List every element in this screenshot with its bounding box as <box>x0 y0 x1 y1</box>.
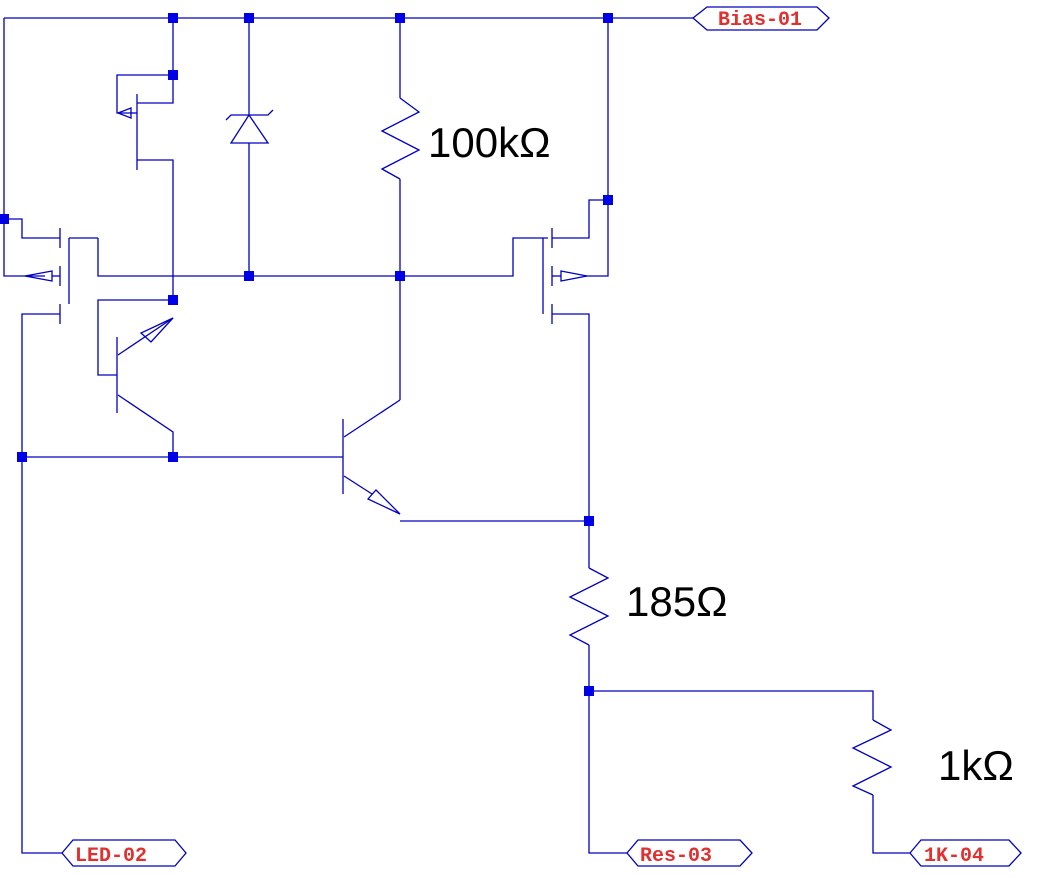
junction-dot[interactable] <box>395 13 405 23</box>
resistor-r1-value: 100kΩ <box>428 119 550 166</box>
wire-r2-bottom[interactable] <box>588 645 628 854</box>
port-res-03-label: Res-03 <box>640 845 712 868</box>
wires <box>3 17 912 854</box>
resistor-r2-value: 185Ω <box>626 578 727 625</box>
wire-m2-drain[interactable] <box>552 313 590 568</box>
zener-diode-d1[interactable] <box>225 109 274 144</box>
resistor-r3-value: 1kΩ <box>938 742 1014 789</box>
junction-dot[interactable] <box>584 516 594 526</box>
wire-right-rail[interactable] <box>585 18 609 277</box>
mosfet-m2-arrow-icon <box>560 270 588 282</box>
port-led-02[interactable]: LED-02 <box>61 839 187 868</box>
port-bias-01-label: Bias-01 <box>718 9 802 32</box>
jfet-j1[interactable] <box>116 94 138 170</box>
transistor-q1-arrow-icon <box>139 317 174 343</box>
wire-jfet-source[interactable] <box>137 159 174 300</box>
resistor-r1[interactable] <box>380 97 421 180</box>
junction-dot[interactable] <box>168 70 178 80</box>
wire-q1-base-loop[interactable] <box>97 299 173 376</box>
port-1k-04[interactable]: 1K-04 <box>909 839 1022 868</box>
junction-dot[interactable] <box>244 271 254 281</box>
mosfet-m1-arrow-icon <box>24 270 53 282</box>
port-bias-01[interactable]: Bias-01 <box>691 6 830 32</box>
transistor-q1[interactable] <box>116 317 174 413</box>
wire-left-rail[interactable] <box>3 18 45 277</box>
junction-dot[interactable] <box>244 13 254 23</box>
junction-dot[interactable] <box>584 686 594 696</box>
resistor-r2[interactable] <box>568 567 610 646</box>
mosfet-m1[interactable] <box>24 228 98 324</box>
wire-jfet-gate-loop[interactable] <box>116 74 173 114</box>
port-1k-04-label: 1K-04 <box>924 845 984 868</box>
junctions <box>0 13 613 696</box>
junction-dot[interactable] <box>0 214 9 224</box>
junction-dot[interactable] <box>168 13 178 23</box>
wire-led-line[interactable] <box>21 313 65 854</box>
junction-dot[interactable] <box>603 13 613 23</box>
port-res-03[interactable]: Res-03 <box>626 839 753 868</box>
wire-q1-collector[interactable] <box>117 394 174 457</box>
mosfet-m2[interactable] <box>542 228 588 324</box>
junction-dot[interactable] <box>603 195 613 205</box>
wire-mid-bus[interactable] <box>97 237 548 277</box>
jfet-gate-arrow-icon <box>116 107 132 119</box>
wire-right-gate[interactable] <box>552 199 608 239</box>
resistor-r3[interactable] <box>851 719 893 796</box>
transistor-q2[interactable] <box>342 399 401 515</box>
junction-dot[interactable] <box>17 452 27 462</box>
wire-r3-bottom[interactable] <box>872 795 912 854</box>
junction-dot[interactable] <box>168 295 178 305</box>
junction-dot[interactable] <box>168 452 178 462</box>
wire-left-gate[interactable] <box>4 218 60 239</box>
wire-jfet-drain[interactable] <box>137 75 174 104</box>
wire-r3-top[interactable] <box>589 690 874 720</box>
port-led-02-label: LED-02 <box>75 845 147 868</box>
transistor-q2-arrow-icon <box>366 489 401 515</box>
junction-dot[interactable] <box>395 271 405 281</box>
